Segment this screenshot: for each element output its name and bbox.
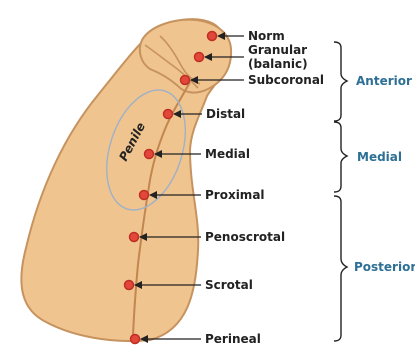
- site-marker-distal: [164, 110, 173, 119]
- site-label-penoscrotal-line-1: Penoscrotal: [205, 230, 285, 244]
- site-label-subcoronal: Subcoronal: [248, 73, 324, 87]
- site-marker-norm: [208, 32, 217, 41]
- group-label-anterior: Anterior: [356, 74, 412, 88]
- site-marker-perineal: [131, 335, 140, 344]
- site-label-perineal-line-1: Perineal: [205, 332, 261, 346]
- site-marker-proximal: [140, 191, 149, 200]
- bracket-posterior: [334, 196, 347, 341]
- site-label-scrotal-line-1: Scrotal: [205, 278, 253, 292]
- site-label-medial-line-1: Medial: [205, 147, 250, 161]
- site-label-granular: Granular (balanic): [248, 43, 311, 71]
- site-marker-medial: [145, 150, 154, 159]
- group-label-posterior: Posterior: [354, 260, 415, 274]
- site-marker-subcoronal: [181, 76, 190, 85]
- site-label-proximal: Proximal: [205, 188, 265, 202]
- site-marker-granular: [195, 53, 204, 62]
- site-label-norm: Norm: [248, 29, 285, 43]
- bracket-anterior: [334, 42, 347, 121]
- site-label-norm-line-1: Norm: [248, 29, 285, 43]
- group-labels: Anterior Medial Posterior: [354, 74, 415, 274]
- bracket-medial: [334, 122, 347, 192]
- group-label-medial: Medial: [357, 150, 402, 164]
- site-label-scrotal: Scrotal: [205, 278, 253, 292]
- site-label-perineal: Perineal: [205, 332, 261, 346]
- site-label-granular-line-1: Granular: [248, 43, 307, 57]
- anatomy-illustration: [21, 19, 231, 341]
- site-label-granular-line-2: (balanic): [248, 57, 308, 71]
- site-label-medial: Medial: [205, 147, 250, 161]
- site-label-penoscrotal: Penoscrotal: [205, 230, 285, 244]
- group-brackets: [334, 42, 347, 341]
- site-label-distal: Distal: [206, 107, 245, 121]
- site-marker-penoscrotal: [130, 233, 139, 242]
- site-label-distal-line-1: Distal: [206, 107, 245, 121]
- site-label-proximal-line-1: Proximal: [205, 188, 265, 202]
- site-label-subcoronal-line-1: Subcoronal: [248, 73, 324, 87]
- site-marker-scrotal: [125, 281, 134, 290]
